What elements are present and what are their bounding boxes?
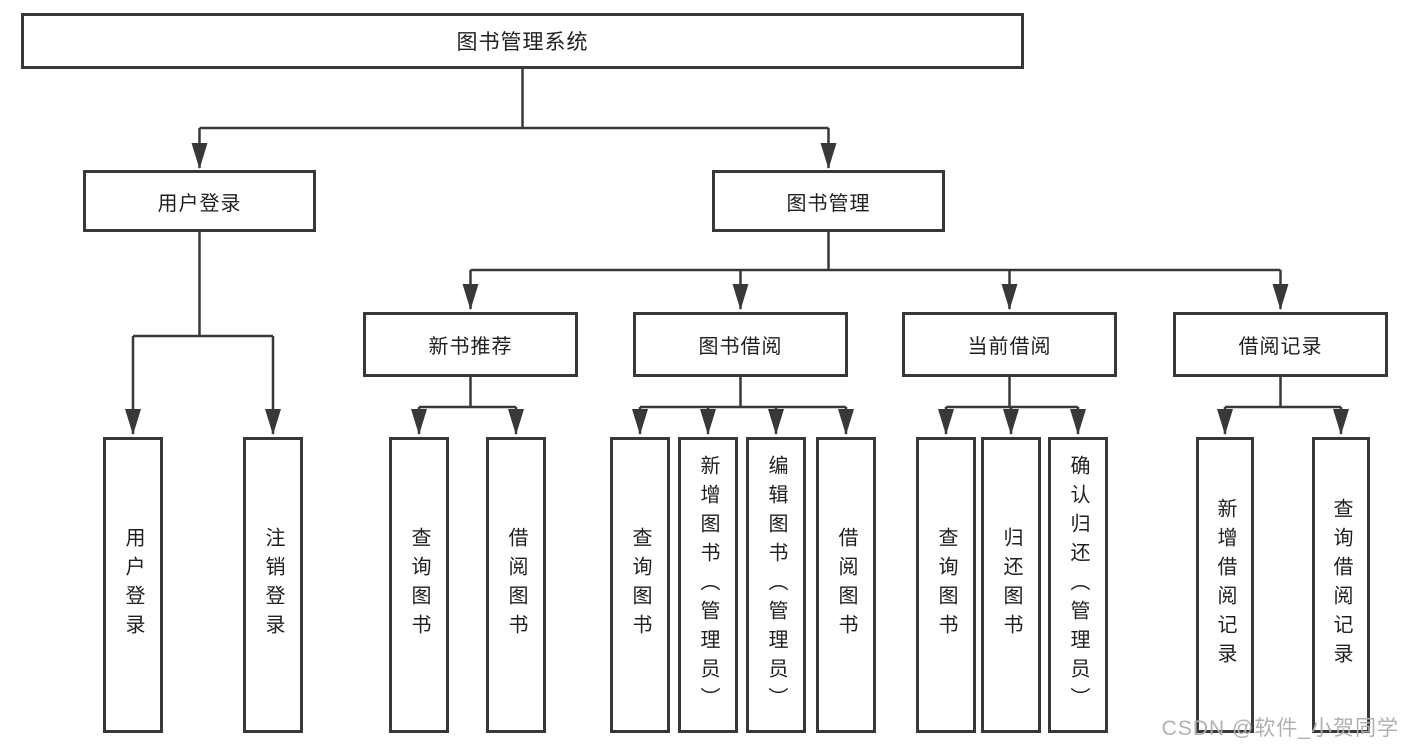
node-book-borrowing: 图书借阅: [633, 312, 848, 377]
leaf-borrowing-query-books: 查询图书: [610, 437, 670, 733]
leaf-current-query-books: 查询图书: [916, 437, 976, 733]
leaf-borrowing-borrow-books: 借阅图书: [816, 437, 876, 733]
leaf-records-add-record: 新增借阅记录: [1196, 437, 1254, 733]
node-label: 新书推荐: [428, 336, 513, 358]
leaf-label: 确认归还（管理员）: [1067, 454, 1089, 716]
leaf-borrowing-add-books-admin: 新增图书（管理员）: [678, 437, 738, 733]
leaf-logout: 注销登录: [243, 437, 303, 733]
leaf-label: 查询借阅记录: [1330, 498, 1352, 672]
leaf-records-query-record: 查询借阅记录: [1312, 437, 1370, 733]
node-label: 图书借阅: [698, 336, 783, 358]
leaf-label: 用户登录: [122, 527, 144, 643]
node-library-management-system: 图书管理系统: [21, 13, 1024, 69]
node-label: 用户登录: [157, 192, 242, 215]
node-borrowing-records: 借阅记录: [1173, 312, 1388, 377]
leaf-label: 借阅图书: [835, 527, 857, 643]
root-label: 图书管理系统: [456, 31, 589, 54]
node-label: 当前借阅: [967, 336, 1052, 358]
leaf-label: 新增图书（管理员）: [697, 454, 719, 716]
leaf-label: 查询图书: [629, 527, 651, 643]
leaf-label: 借阅图书: [505, 527, 527, 643]
csdn-watermark: CSDN @软件_小贺同学: [1161, 717, 1399, 740]
leaf-borrowing-edit-books-admin: 编辑图书（管理员）: [746, 437, 806, 733]
leaf-label: 归还图书: [1000, 527, 1022, 643]
leaf-label: 新增借阅记录: [1214, 498, 1236, 672]
leaf-label: 注销登录: [262, 527, 284, 643]
leaf-recommend-borrow-books: 借阅图书: [486, 437, 546, 733]
leaf-label: 查询图书: [408, 527, 430, 643]
leaf-recommend-query-books: 查询图书: [389, 437, 449, 733]
leaf-current-confirm-return-admin: 确认归还（管理员）: [1048, 437, 1108, 733]
leaf-label: 查询图书: [935, 527, 957, 643]
node-book-management: 图书管理: [712, 170, 945, 232]
node-label: 图书管理: [786, 192, 871, 215]
leaf-user-login: 用户登录: [103, 437, 163, 733]
leaf-current-return-books: 归还图书: [981, 437, 1041, 733]
node-user-login: 用户登录: [83, 170, 316, 232]
node-new-book-recommend: 新书推荐: [363, 312, 578, 377]
node-current-borrowing: 当前借阅: [902, 312, 1117, 377]
node-label: 借阅记录: [1238, 336, 1323, 358]
leaf-label: 编辑图书（管理员）: [765, 454, 787, 716]
